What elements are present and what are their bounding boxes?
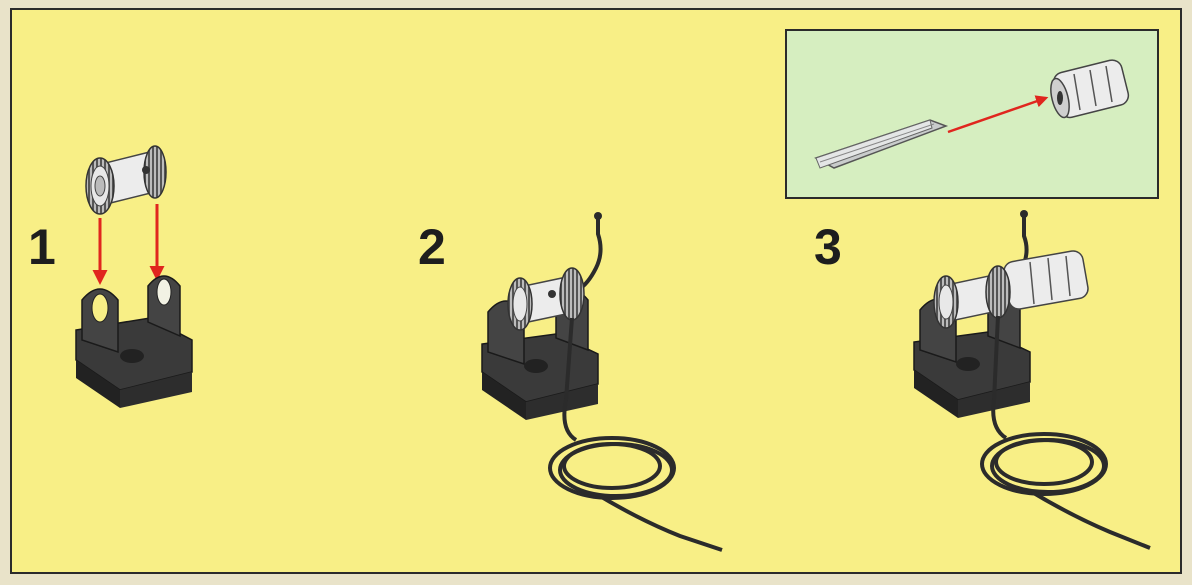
spool-part: [86, 146, 166, 214]
step-3-illustration: [914, 210, 1150, 548]
step-1-illustration: [76, 146, 192, 408]
bracket-part: [76, 276, 192, 408]
bushing-part: [1002, 249, 1089, 310]
axle-detail-inset: [786, 30, 1158, 198]
step-2-illustration: [482, 212, 722, 550]
